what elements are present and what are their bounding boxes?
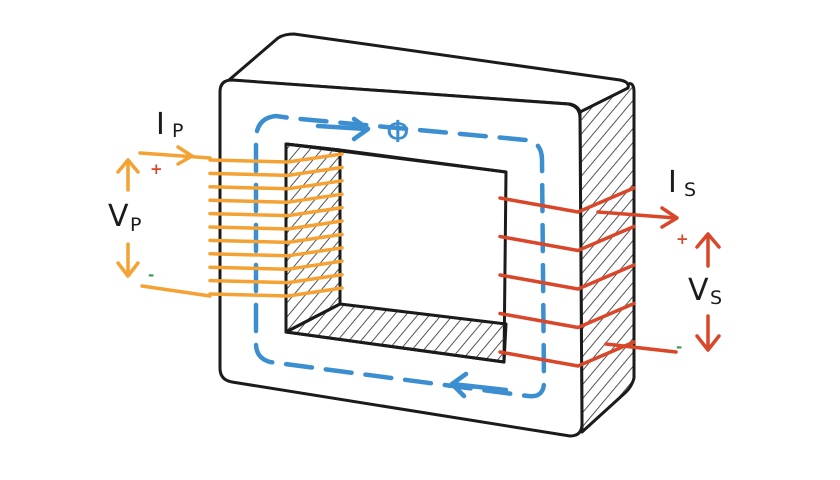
secondary-coil-turn	[498, 340, 636, 368]
primary-coil-turn	[208, 219, 344, 231]
primary-current-sub: P	[172, 120, 183, 142]
primary-coil-turn	[208, 246, 344, 258]
window-bottom-wall	[284, 302, 508, 364]
secondary-coil-turn	[498, 263, 636, 291]
secondary-minus-sign: -	[676, 338, 682, 356]
secondary-plus-sign: +	[676, 230, 689, 248]
flux-path	[253, 113, 547, 399]
flux-label: Φ	[386, 115, 410, 150]
primary-coil-turn	[208, 205, 344, 218]
primary-voltage-label: V	[108, 199, 129, 234]
primary-current-label: I	[156, 107, 165, 142]
secondary-current-sub: S	[684, 179, 696, 201]
primary-minus-sign: -	[148, 266, 154, 284]
primary-coil-turn	[208, 286, 344, 298]
secondary-current-label: I	[668, 165, 677, 200]
secondary-voltage-sub: S	[710, 287, 722, 309]
primary-coil-turn	[208, 259, 344, 271]
primary-coil-turn	[208, 232, 344, 245]
flux-arrow-bottom	[449, 371, 509, 399]
secondary-coil-turn	[498, 186, 636, 214]
core-right-face	[578, 82, 636, 434]
primary-winding	[208, 152, 344, 298]
primary-coil-turn	[208, 192, 344, 204]
secondary-voltage-arrow	[695, 232, 721, 352]
primary-voltage-sub: P	[130, 214, 141, 236]
window-top-edge	[285, 142, 507, 174]
primary-lead-bottom	[140, 284, 212, 298]
secondary-coil-turn	[498, 301, 636, 330]
primary-coil-turn	[208, 272, 344, 285]
primary-coil-turn	[208, 165, 344, 178]
primary-coil-turn	[208, 152, 344, 164]
flux-arrow-top	[315, 116, 371, 142]
primary-coil-turn	[208, 179, 344, 191]
primary-plus-sign: +	[150, 160, 163, 178]
secondary-coil-turn	[498, 224, 636, 253]
secondary-voltage-label: V	[688, 273, 709, 308]
secondary-lead-bottom	[604, 342, 678, 354]
secondary-winding	[498, 186, 636, 368]
primary-voltage-arrow	[116, 158, 140, 278]
secondary-lead-top	[596, 206, 679, 229]
primary-lead-top	[138, 145, 212, 166]
